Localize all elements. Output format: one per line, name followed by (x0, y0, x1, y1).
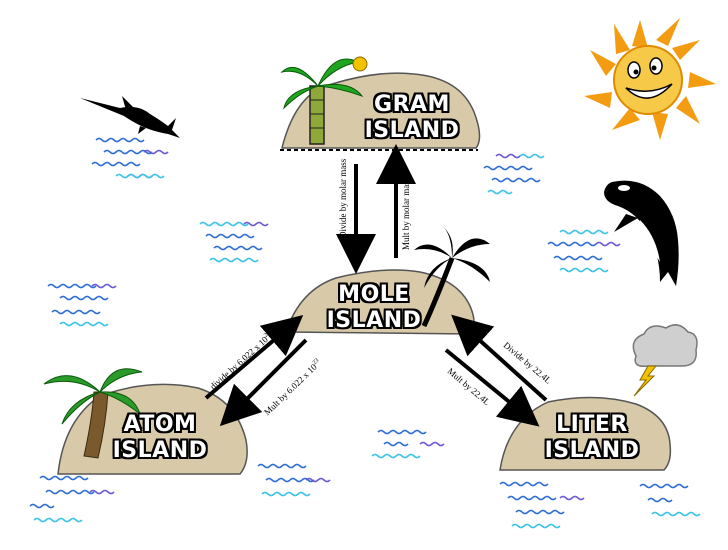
orca-icon (604, 180, 679, 286)
liter-island-title: LITER (556, 412, 628, 437)
atom-island-label: ATOM ISLAND (110, 412, 210, 464)
arrow-atom-to-mole (204, 315, 304, 400)
liter-island-label: LITER ISLAND (540, 412, 644, 464)
palm-tree-icon (280, 56, 368, 145)
storm-cloud-icon (632, 324, 698, 397)
marlin-icon (80, 96, 180, 138)
palm-tree-icon (43, 368, 143, 459)
gram-island-title: GRAM (374, 92, 450, 117)
sun-icon (584, 18, 716, 140)
gram-island-subtitle: ISLAND (364, 118, 460, 143)
palm-tree-icon (414, 224, 490, 328)
mole-island-label: MOLE ISLAND (322, 282, 426, 334)
conversion-arrows (204, 144, 548, 427)
atom-island-subtitle: ISLAND (112, 438, 208, 463)
arrow-mole-to-atom (219, 338, 308, 427)
atom-island-title: ATOM (123, 412, 197, 437)
mole-island-subtitle: ISLAND (326, 308, 422, 333)
liter-island-subtitle: ISLAND (544, 438, 640, 463)
gram-island-label: GRAM ISLAND (362, 92, 462, 144)
arrow-mole-to-liter (444, 348, 540, 427)
label-divide-by-molar-mass: Divide by molar mass (338, 158, 348, 238)
label-mult-by-molar-mass: Mult by molar mass (401, 177, 411, 250)
mole-island-title: MOLE (338, 282, 410, 307)
